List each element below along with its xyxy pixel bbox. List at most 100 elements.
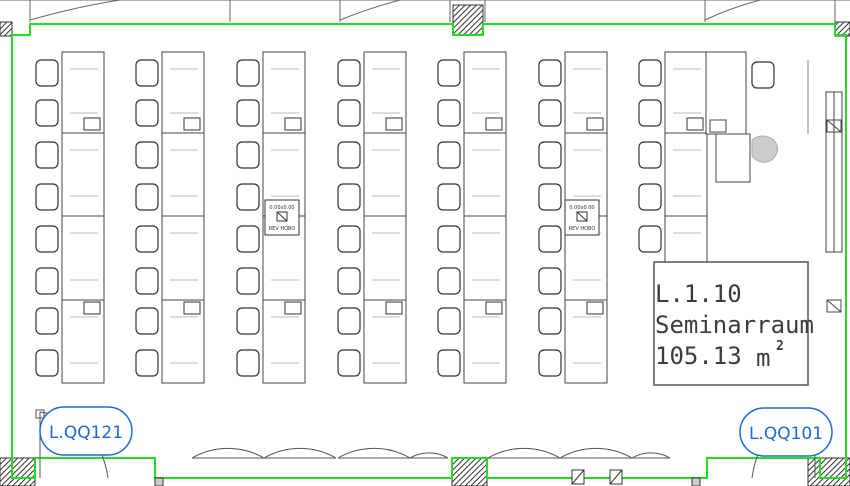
door-tag-left-label: L.QQ121 [49,423,123,443]
chair [638,225,662,253]
chair [236,349,260,377]
room-area: 105.13 [655,342,742,370]
door-arc [631,452,671,459]
desk-box [686,117,704,131]
right-window [825,91,843,313]
chair [638,141,662,169]
outlet-1-line2: REV HOBO [269,226,296,232]
desk [161,215,205,301]
chair [236,141,260,169]
chair [437,307,461,335]
desk [664,215,708,263]
chair [35,183,59,211]
door-arc [487,447,561,459]
chair [135,183,159,211]
chair [236,183,260,211]
chair [35,225,59,253]
chair [538,225,562,253]
column-bottom-center [451,457,488,486]
door-arc [559,447,633,459]
chair [135,225,159,253]
outlet-1-line1: 0.00x0.00 [269,205,294,211]
bottom-vents [154,469,701,486]
column-top-center [452,4,484,36]
outlet-2-line1: 0.00x0.00 [569,205,594,211]
chair [35,267,59,295]
desk [363,132,407,217]
desk-box [183,301,201,315]
desk [363,215,407,301]
chair [437,225,461,253]
desk-box [83,301,101,315]
chair [135,267,159,295]
chair [135,99,159,127]
room-area-exponent: 2 [776,339,784,354]
chair [538,99,562,127]
door-arc [409,452,449,459]
top-window-wall [0,0,850,22]
chair [236,99,260,127]
desk [463,215,507,301]
chair [35,307,59,335]
chair [236,225,260,253]
desk [161,132,205,217]
desk-box [284,301,302,315]
desk [664,132,708,217]
floor-outlet-2: 0.00x0.00 REV HOBO [564,199,600,236]
desk-box [485,301,503,315]
chair [437,349,461,377]
chair [337,225,361,253]
door-tag-right: L.QQ101 [739,407,833,457]
chair [337,183,361,211]
chair [638,59,662,87]
desk-box [385,117,403,131]
chair [437,59,461,87]
chair [337,141,361,169]
chair [337,59,361,87]
door-swings-side [35,409,820,479]
lectern-area [705,51,809,183]
desk [61,132,105,217]
desk-box [83,117,101,131]
chair [337,349,361,377]
chair [35,59,59,87]
chair [538,59,562,87]
door-tag-left: L.QQ121 [39,406,133,456]
desk-groups [61,51,708,384]
chair [35,141,59,169]
chair [538,349,562,377]
desk-box [485,117,503,131]
desk [463,132,507,217]
chair [751,61,775,89]
chair [538,307,562,335]
desk-box [385,301,403,315]
room-number: L.1.10 [655,280,742,308]
chair [135,141,159,169]
door-arc [191,447,265,459]
desk-box [586,301,604,315]
chair [437,267,461,295]
room-name: Seminarraum [655,311,814,339]
floor-outlet-1: 0.00x0.00 REV HOBO [264,199,300,236]
chair [236,59,260,87]
chair [337,307,361,335]
chairs [35,59,775,377]
chair [437,141,461,169]
desk [61,215,105,301]
chair [538,267,562,295]
chair [236,267,260,295]
column-bottom-left [0,457,36,486]
chair [437,99,461,127]
door-arc [337,447,411,459]
chair [135,349,159,377]
chair [638,183,662,211]
desk-box [183,117,201,131]
chair [35,349,59,377]
chair [236,307,260,335]
chair [135,307,159,335]
column-bottom-right [807,457,850,486]
chair [538,183,562,211]
column-top-right [834,21,850,37]
room-outline [11,23,847,479]
